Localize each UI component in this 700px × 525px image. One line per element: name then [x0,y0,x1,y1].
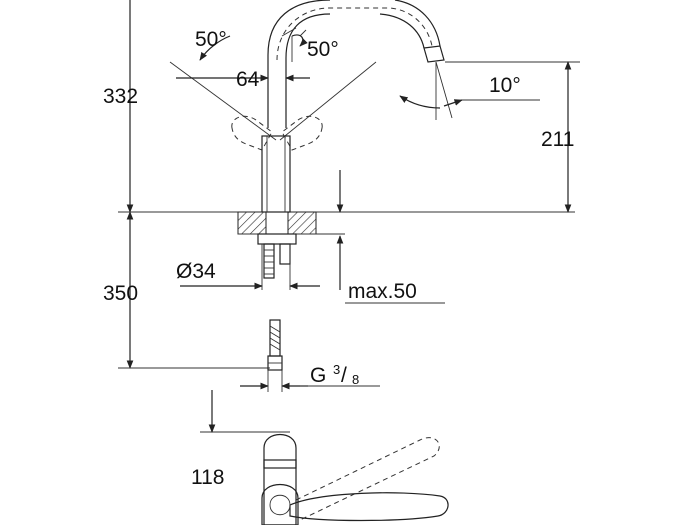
mounting-hardware [257,233,297,279]
hose-length-label: 350 [103,282,138,305]
right-dimension-211 [445,61,580,213]
spout-angle-10 [399,61,540,120]
diameter-dimension [180,244,445,304]
tap-body [258,135,291,213]
spout [267,0,445,128]
countertop [237,170,345,290]
thread-prefix-label: G [310,364,326,387]
height-spout-label: 211 [541,128,574,151]
angle-left-label: 50° [195,28,227,51]
height-total-label: 332 [103,85,138,108]
lever-handles [231,115,323,151]
thread-numerator-label: 3 [333,362,340,377]
reach-label: 118 [191,466,224,489]
handle-angles [169,34,377,141]
spacing-label: 64 [236,68,260,91]
dimension-labels: 50° 50° 64 10° 332 211 Ø34 max.50 350 G … [103,28,574,489]
spout-angle-label: 10° [489,74,521,97]
hole-diameter-label: Ø34 [176,260,216,283]
thread-denominator-label: 8 [352,372,359,387]
angle-right-label: 50° [307,38,339,61]
supply-hose [240,319,380,392]
left-dimension-lines [118,0,575,369]
counter-thickness-label: max.50 [348,280,417,303]
top-view [200,390,449,525]
thread-slash: / [341,364,347,387]
